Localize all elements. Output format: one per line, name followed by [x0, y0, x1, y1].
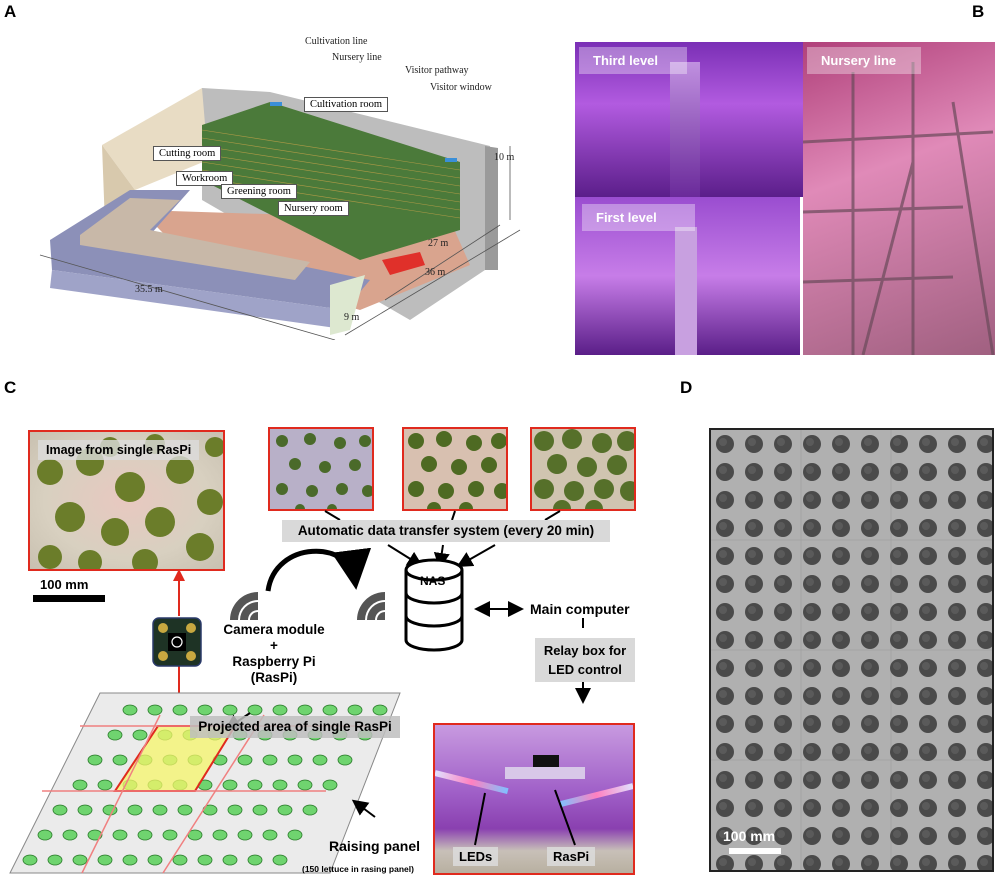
- thumbnail-1: [268, 427, 374, 511]
- relay-box-label: Relay box for LED control: [535, 638, 635, 682]
- led-raspi-photo: LEDs RasPi: [433, 723, 635, 875]
- dimension-depth-total: 36 m: [425, 267, 446, 278]
- database-icon: [404, 558, 464, 652]
- label-first-level: First level: [582, 204, 695, 231]
- relay-box-line-1: Relay box for: [543, 643, 627, 658]
- label-leds: LEDs: [453, 847, 499, 866]
- panel-d-letter: D: [680, 378, 693, 397]
- panel-c-letter: C: [4, 378, 17, 397]
- scale-bar-c: [33, 595, 105, 602]
- label-visitor-pathway: Visitor pathway: [405, 65, 469, 76]
- camera-line-3: Raspberry Pi (RasPi): [232, 654, 316, 685]
- raising-panel-label: Raising panel: [329, 838, 421, 854]
- label-raspi-photo: RasPi: [547, 847, 596, 866]
- panel-b-letter: B: [972, 2, 985, 21]
- dimension-width: 35.5 m: [135, 284, 163, 295]
- camera-line-2: +: [270, 638, 278, 653]
- automatic-data-transfer-label: Automatic data transfer system (every 20…: [282, 520, 610, 542]
- label-nursery-line-photo: Nursery line: [807, 47, 921, 74]
- mosaic-image: [711, 430, 992, 870]
- camera-module-icon: [152, 617, 202, 667]
- label-greening-room: Greening room: [221, 184, 297, 199]
- scale-bar-d: [729, 848, 781, 854]
- photo-grid: Third level Nursery line First level: [575, 42, 995, 355]
- flow-arrows: [9, 510, 591, 874]
- relay-box-line-2: LED control: [548, 662, 622, 677]
- dimension-depth-inner: 27 m: [428, 238, 449, 249]
- raspi-mount: [505, 767, 585, 779]
- nas-label: NAS: [420, 574, 446, 588]
- building-illustration: [39, 88, 521, 341]
- label-nursery-line: Nursery line: [332, 52, 382, 63]
- photo-first-level: [575, 197, 800, 355]
- projected-area-label: Projected area of single RasPi: [190, 716, 400, 738]
- thumbnail-3: [530, 427, 636, 511]
- raising-panel-note: (150 lettuce in rasing panel): [302, 864, 414, 874]
- dimension-annex: 9 m: [344, 312, 360, 323]
- raspi-image: Image from single RasPi: [28, 430, 225, 571]
- label-nursery-room: Nursery room: [278, 201, 349, 216]
- label-workroom: Workroom: [176, 171, 234, 186]
- thumbnail-2: [402, 427, 508, 511]
- dimension-height: 10 m: [494, 152, 515, 163]
- label-cultivation-line: Cultivation line: [305, 36, 368, 47]
- label-cutting-room: Cutting room: [153, 146, 222, 161]
- photo-nursery-line: [803, 42, 995, 355]
- main-computer-label: Main computer: [530, 601, 630, 617]
- photo-third-level: [575, 42, 803, 197]
- panel-a-letter: A: [4, 2, 17, 21]
- farm-building-diagram: [30, 30, 530, 341]
- camera-line-1: Camera module: [223, 622, 325, 637]
- label-visitor-window: Visitor window: [430, 82, 492, 93]
- camera-module-label: Camera module + Raspberry Pi (RasPi): [208, 622, 340, 686]
- scale-bar-label-c: 100 mm: [40, 577, 89, 592]
- label-cultivation-room: Cultivation room: [304, 97, 389, 112]
- lettuce-panel-mosaic: 100 mm: [709, 428, 994, 872]
- label-third-level: Third level: [579, 47, 687, 74]
- label-image-from-raspi: Image from single RasPi: [38, 440, 200, 460]
- scale-bar-label-d: 100 mm: [723, 828, 776, 844]
- raspi-device: [533, 755, 559, 769]
